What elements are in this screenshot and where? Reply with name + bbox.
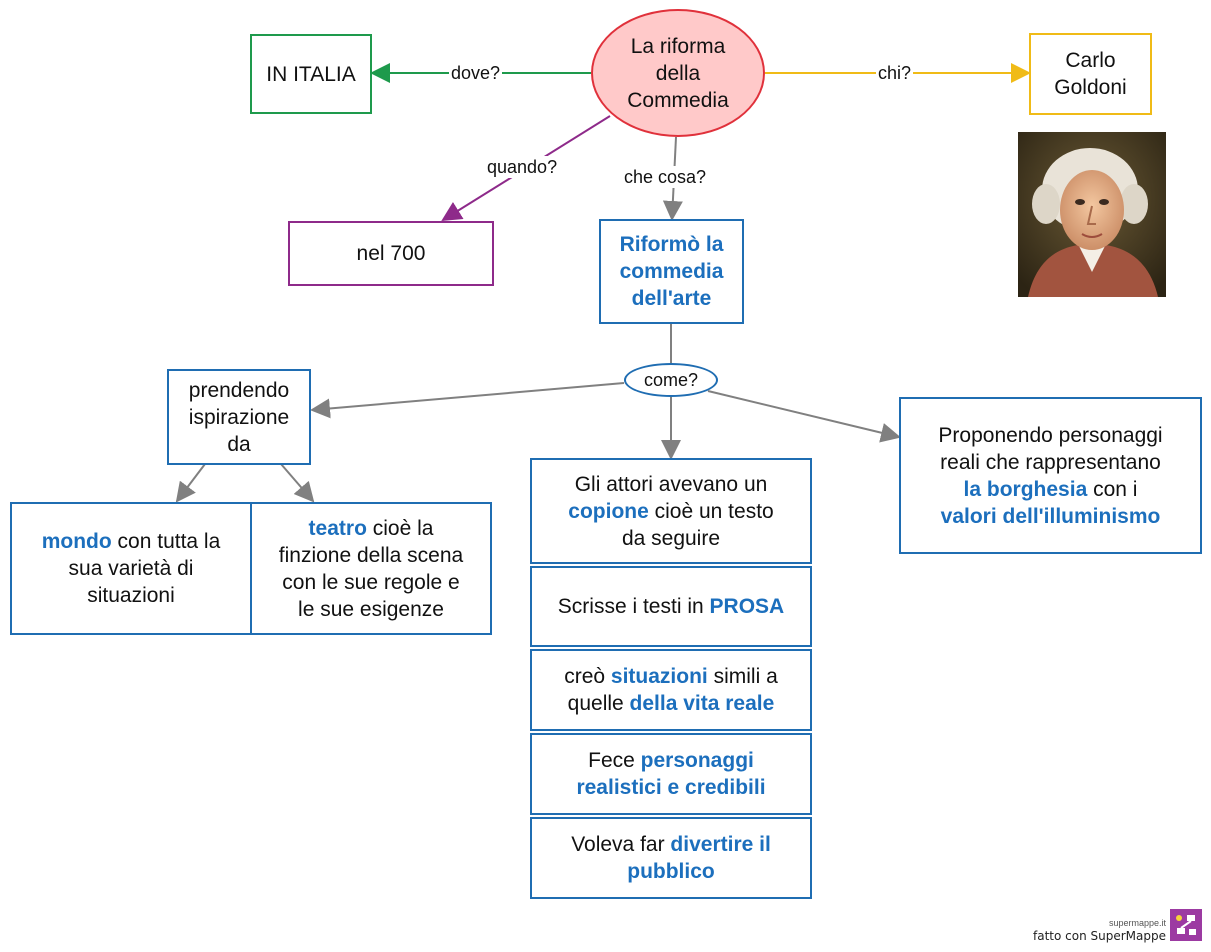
actors-text-1: Gli attori avevano un: [574, 472, 768, 496]
prose-highlight: PROSA: [709, 595, 785, 618]
situations-text-1: creò: [564, 665, 611, 688]
node-entertain[interactable]: Voleva far divertire il pubblico: [530, 817, 812, 899]
characters-highlight-1: la borghesia: [963, 477, 1088, 501]
entertain-highlight-1: divertire il: [670, 833, 771, 856]
supermappe-logo-glyph-icon: [1176, 915, 1196, 935]
realistic-text-1: Fece: [588, 749, 641, 772]
node-situations[interactable]: creò situazioni simili a quelle della vi…: [530, 649, 812, 731]
characters-text-2: reali che rappresentano: [940, 450, 1161, 474]
node-prose[interactable]: Scrisse i testi in PROSA: [530, 566, 812, 647]
goldoni-line-1: Carlo: [1065, 49, 1116, 72]
entertain-highlight-2: pubblico: [627, 860, 715, 883]
actors-text-2: cioè un testo: [648, 499, 774, 523]
label-what: che cosa?: [622, 166, 709, 188]
label-who: chi?: [876, 62, 914, 84]
node-nel-700[interactable]: nel 700: [288, 221, 494, 286]
central-topic-node[interactable]: La riforma della Commedia: [591, 9, 765, 137]
situations-highlight-1: situazioni: [610, 665, 708, 688]
node-world[interactable]: mondo con tutta la sua varietà di situaz…: [10, 502, 252, 635]
actors-text-3: da seguire: [621, 526, 721, 550]
inspiration-line-1: prendendo: [188, 378, 290, 402]
supermappe-logo-icon[interactable]: [1170, 909, 1202, 941]
node-nel-700-text: nel 700: [356, 242, 426, 265]
what-line-3: dell'arte: [631, 287, 712, 310]
situations-highlight-2: della vita reale: [629, 692, 775, 715]
footer-made-with: fatto con SuperMappe: [1033, 929, 1166, 943]
realistic-highlight-2: realistici e credibili: [576, 776, 766, 799]
world-highlight: mondo: [41, 530, 112, 553]
theatre-highlight: teatro: [308, 516, 367, 540]
goldoni-line-2: Goldoni: [1054, 76, 1127, 99]
theatre-text-3: con le sue regole e: [282, 570, 460, 594]
footer-credit: supermappe.it fatto con SuperMappe: [1016, 918, 1166, 944]
central-line-2: della: [655, 61, 701, 85]
world-text-1: con tutta la: [111, 530, 221, 553]
world-text-2: sua varietà di: [68, 557, 194, 580]
characters-highlight-2: valori dell'illuminismo: [940, 504, 1161, 528]
link-how-inspiration: [310, 382, 625, 419]
node-inspiration[interactable]: prendendo ispirazione da: [167, 369, 311, 465]
link-how-characters: [707, 390, 901, 443]
node-come[interactable]: come?: [624, 363, 718, 397]
node-characters[interactable]: Proponendo personaggi reali che rapprese…: [899, 397, 1202, 554]
footer-site: supermappe.it: [1108, 918, 1166, 928]
node-theatre[interactable]: teatro cioè la finzione della scena con …: [250, 502, 492, 635]
node-in-italia[interactable]: IN ITALIA: [250, 34, 372, 114]
goldoni-portrait-image: [1018, 132, 1166, 297]
theatre-text-2: finzione della scena: [278, 543, 464, 567]
node-realistic-characters[interactable]: Fece personaggi realistici e credibili: [530, 733, 812, 815]
theatre-text-4: le sue esigenze: [298, 597, 444, 621]
central-line-3: Commedia: [627, 88, 729, 112]
inspiration-line-3: da: [227, 432, 251, 456]
link-inspiration-world: [175, 463, 206, 503]
link-inspiration-theatre: [280, 463, 315, 503]
node-actors-script[interactable]: Gli attori avevano un copione cioè un te…: [530, 458, 812, 564]
realistic-highlight-1: personaggi: [640, 749, 754, 772]
situations-text-3: quelle: [567, 692, 630, 715]
node-riformo-commedia[interactable]: Riformò la commedia dell'arte: [599, 219, 744, 324]
label-when: quando?: [485, 156, 560, 178]
what-line-2: commedia: [619, 260, 724, 283]
node-come-text: come?: [643, 369, 699, 390]
central-line-1: La riforma: [630, 34, 726, 58]
prose-text: Scrisse i testi in: [557, 595, 710, 618]
node-in-italia-text: IN ITALIA: [266, 62, 356, 86]
what-line-1: Riformò la: [619, 233, 724, 256]
theatre-text-1: cioè la: [366, 516, 434, 540]
node-carlo-goldoni[interactable]: Carlo Goldoni: [1029, 33, 1152, 115]
actors-highlight: copione: [568, 499, 649, 523]
characters-text-1: Proponendo personaggi: [938, 423, 1163, 447]
label-where: dove?: [449, 62, 503, 84]
world-text-3: situazioni: [87, 584, 175, 607]
entertain-text-1: Voleva far: [571, 833, 671, 856]
situations-text-2: simili a: [707, 665, 778, 688]
characters-text-3: con i: [1087, 477, 1138, 501]
inspiration-line-2: ispirazione: [188, 405, 290, 429]
